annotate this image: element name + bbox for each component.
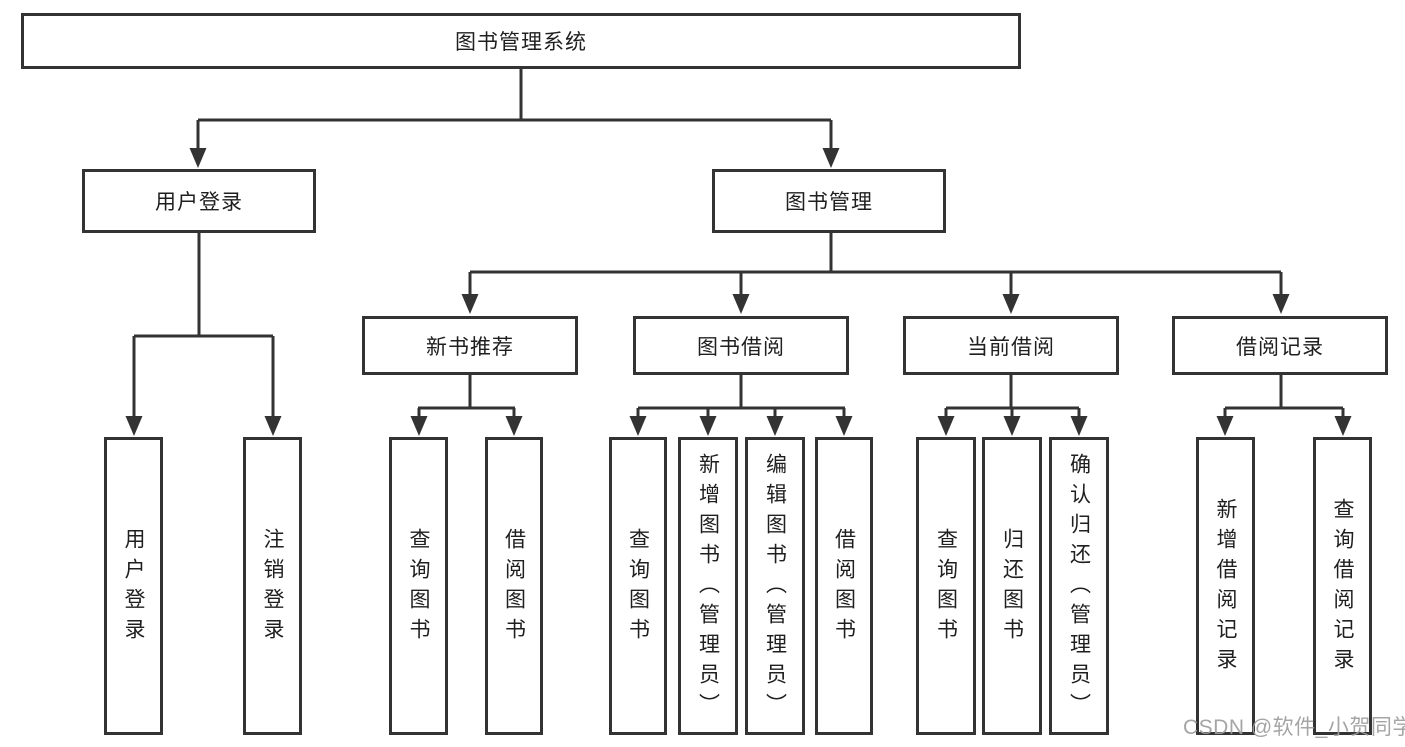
leaf-cb-return-books: 归还图书	[982, 437, 1042, 735]
node-book-borrowing: 图书借阅	[633, 316, 849, 375]
node-new-book-recommend: 新书推荐	[362, 316, 578, 375]
leaf-cb-query-books: 查询图书	[916, 437, 976, 735]
leaf-br-add-record: 新增借阅记录	[1196, 437, 1255, 735]
leaf-bb-add-books-admin: 新增图书（管理员）	[678, 437, 738, 735]
leaf-nbr-query-books: 查询图书	[389, 437, 448, 735]
leaf-br-query-record: 查询借阅记录	[1313, 437, 1372, 735]
csdn-watermark: CSDN @软件_小贺同学	[1183, 716, 1405, 739]
node-current-borrowing: 当前借阅	[903, 316, 1119, 375]
node-borrowing-records: 借阅记录	[1172, 316, 1388, 375]
root-node: 图书管理系统	[21, 13, 1021, 69]
node-user-login: 用户登录	[82, 169, 316, 233]
leaf-cb-confirm-return-admin: 确认归还（管理员）	[1049, 437, 1109, 735]
leaf-bb-edit-books-admin: 编辑图书（管理员）	[745, 437, 805, 735]
leaf-user-login: 用户登录	[104, 437, 163, 735]
leaf-bb-query-books: 查询图书	[609, 437, 667, 735]
leaf-bb-borrow-books: 借阅图书	[815, 437, 873, 735]
leaf-nbr-borrow-books: 借阅图书	[485, 437, 543, 735]
node-book-management: 图书管理	[712, 169, 946, 233]
leaf-logout: 注销登录	[243, 437, 302, 735]
